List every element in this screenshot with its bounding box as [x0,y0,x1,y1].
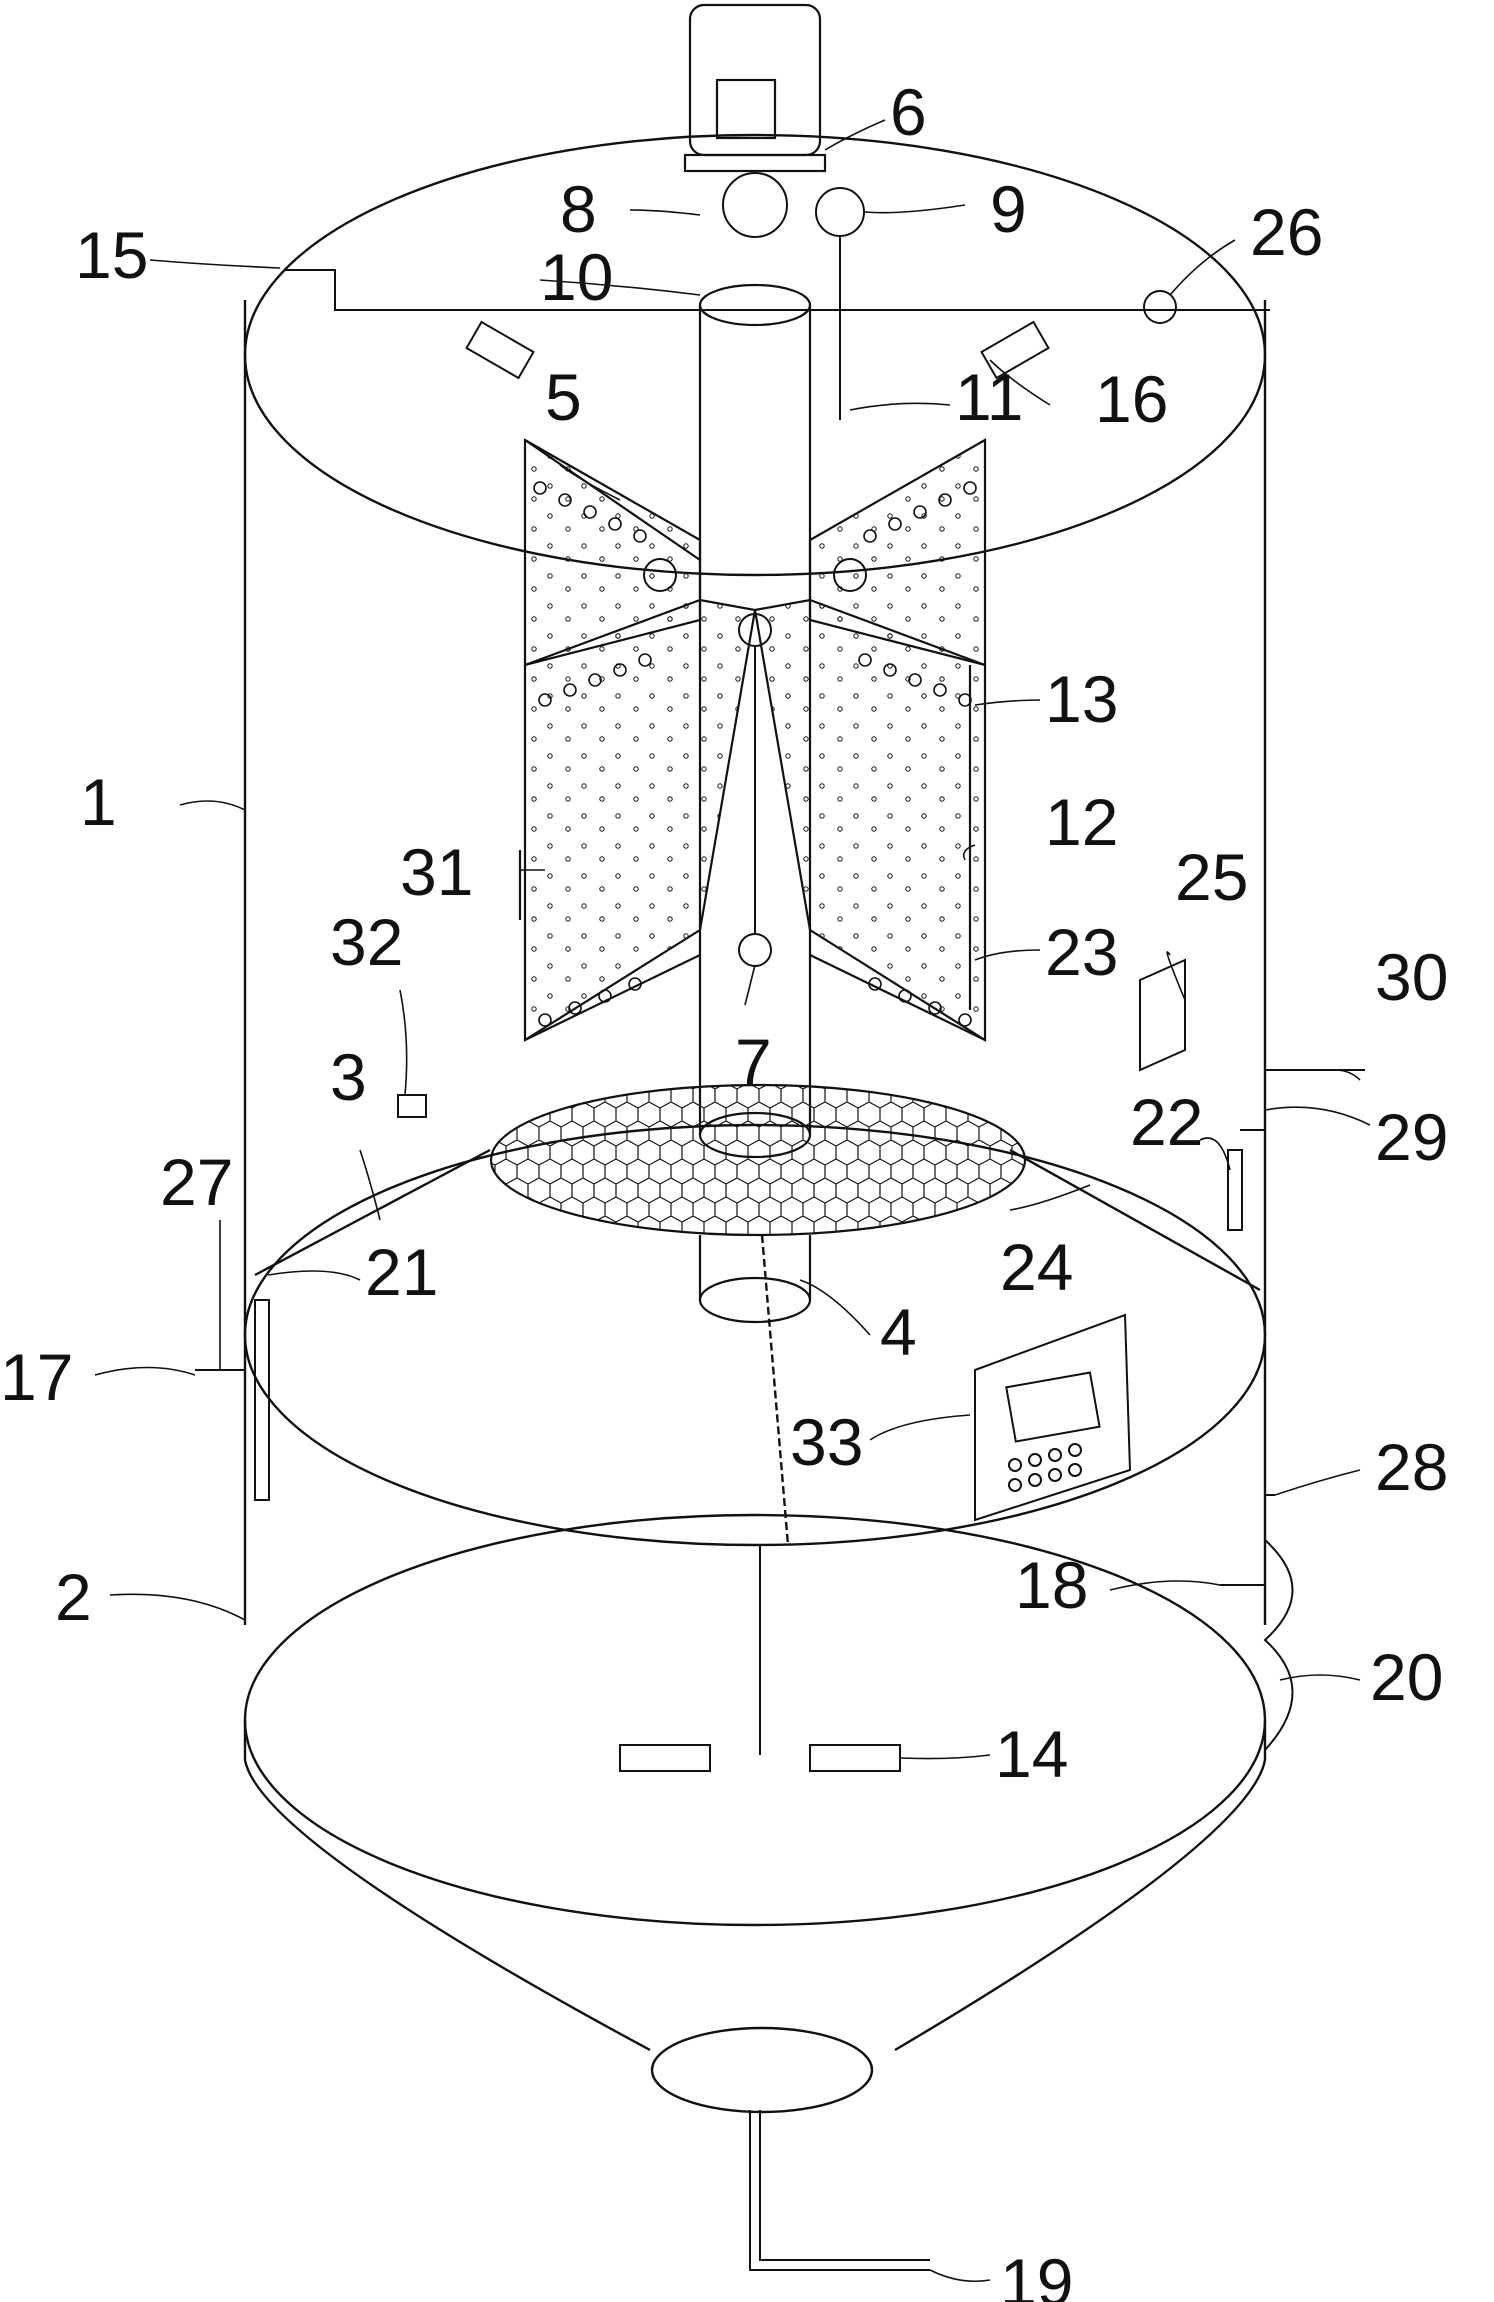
bottom-outlet-ellipse [650,2026,874,2114]
hex-screen [489,1083,1027,1237]
reference-numerals: 1 2 3 4 5 6 7 8 9 10 11 12 13 14 15 16 1… [0,75,1448,2302]
gear-icon [815,187,865,237]
control-panel [974,1313,1132,1522]
label-23: 23 [1045,915,1118,989]
label-22: 22 [1130,1085,1203,1159]
label-29: 29 [1375,1100,1448,1174]
label-20: 20 [1370,1640,1443,1714]
label-6: 6 [890,75,927,149]
label-9: 9 [990,172,1027,246]
label-32: 32 [330,905,403,979]
label-11: 11 [955,360,1024,434]
label-16: 16 [1095,362,1168,436]
label-17: 17 [0,1340,73,1414]
tank-cone [243,1720,1267,2052]
gear-icon [643,558,677,592]
misc-parts [397,958,1186,1772]
label-26: 26 [1250,195,1323,269]
label-13: 13 [1045,662,1118,736]
label-2: 2 [55,1560,92,1634]
label-12: 12 [1045,785,1118,859]
label-18: 18 [1015,1548,1088,1622]
bottom-outlet [749,2110,930,2271]
filter-panels [518,438,987,1042]
gear-icon [722,172,788,238]
motor [683,3,827,173]
partition-front-lines [254,1148,491,1277]
lower-chamber-ellipse [243,1513,1267,1927]
label-21: 21 [365,1235,438,1309]
label-8: 8 [560,172,597,246]
label-14: 14 [995,1717,1068,1791]
label-33: 33 [790,1405,863,1479]
label-4: 4 [880,1295,917,1369]
label-1: 1 [80,765,117,839]
label-15: 15 [75,218,148,292]
gear-icon [738,933,772,967]
tank-top-ellipse [243,133,1267,577]
gears [643,172,867,967]
label-27: 27 [160,1145,233,1219]
nozzle-rows [533,481,977,1027]
label-19: 19 [1000,2245,1073,2302]
label-7: 7 [735,1025,772,1099]
label-31: 31 [400,835,473,909]
side-piping [195,1069,1365,1751]
label-5: 5 [545,360,582,434]
label-25: 25 [1175,840,1248,914]
label-10: 10 [540,240,613,314]
label-28: 28 [1375,1430,1448,1504]
top-piping [285,269,1270,1565]
leader-lines [94,119,1371,2283]
label-3: 3 [330,1040,367,1114]
valve-icon [1143,290,1177,324]
label-30: 30 [1375,940,1448,1014]
gear-icon [833,558,867,592]
label-24: 24 [1000,1230,1073,1304]
